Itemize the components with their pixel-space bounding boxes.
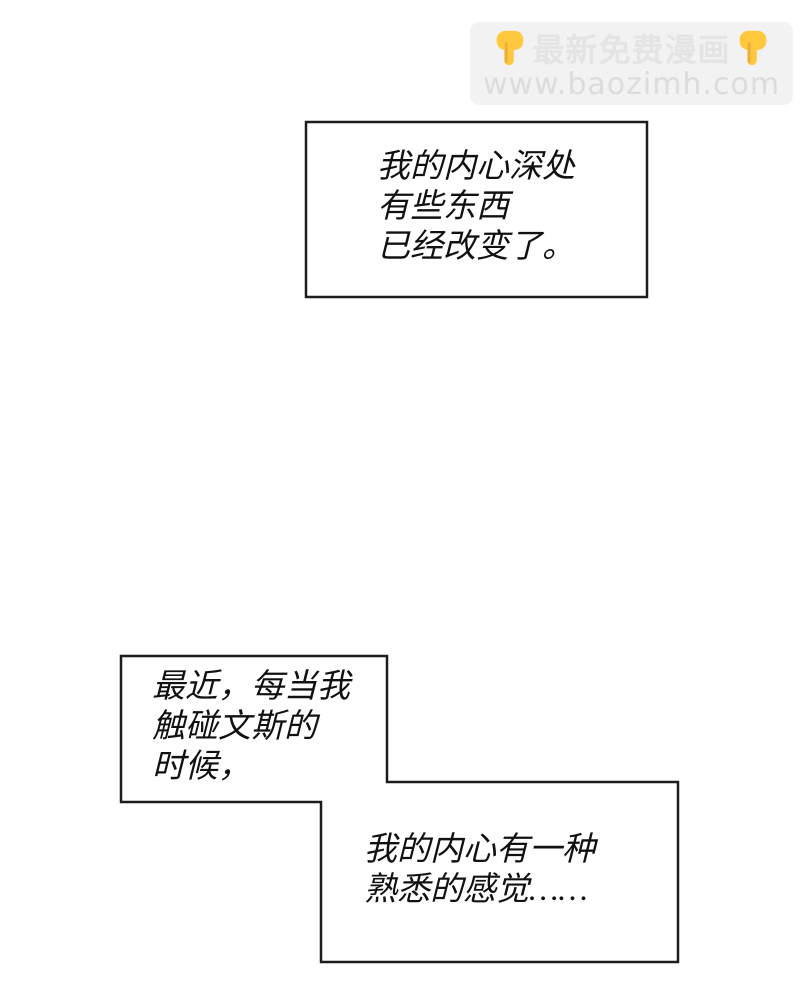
narration-line: 触碰文斯的 <box>152 709 317 745</box>
watermark-badge: 最新免费漫画 www.baozimh.com <box>470 22 793 105</box>
narration-box-2-3-merged-outline <box>119 654 680 964</box>
watermark-title: 最新免费漫画 <box>532 31 731 68</box>
narration-box-1-text: 我的内心深处 有些东西 已经改变了。 <box>377 147 575 267</box>
narration-line: 时候， <box>152 749 251 785</box>
narration-line: 我的内心深处 <box>377 149 575 185</box>
narration-line: 有些东西 <box>377 189 509 225</box>
watermark-url: www.baozimh.com <box>482 66 781 102</box>
narration-line: 我的内心有一种 <box>364 832 595 868</box>
narration-box-3-text: 我的内心有一种 熟悉的感觉…… <box>364 830 595 910</box>
narration-box-1-outline <box>304 120 649 299</box>
watermark-title-row: 最新免费漫画 <box>493 26 769 70</box>
narration-line: 最近，每当我 <box>152 669 350 705</box>
narration-line: 熟悉的感觉…… <box>364 872 588 908</box>
pointing-down-hand-icon <box>736 29 770 67</box>
narration-line: 已经改变了。 <box>377 229 575 265</box>
narration-box-2-text: 最近，每当我 触碰文斯的 时候， <box>152 667 350 787</box>
pointing-down-hand-icon <box>493 29 527 67</box>
